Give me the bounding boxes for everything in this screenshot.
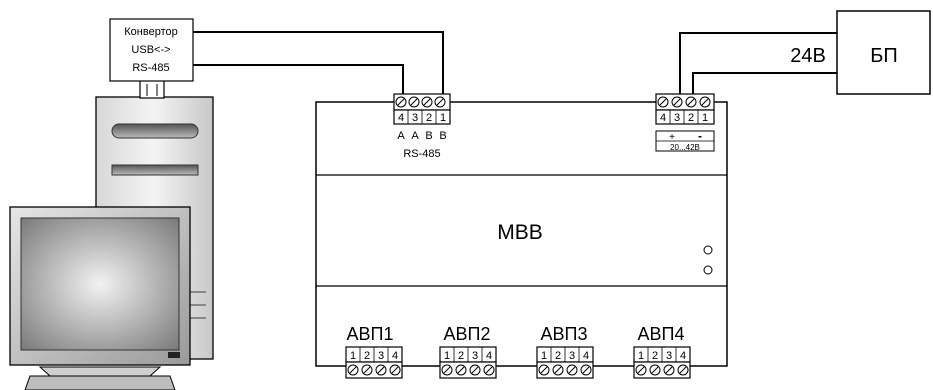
terminal-pin-number: 4: [486, 350, 492, 362]
voltage-label: 24В: [790, 45, 826, 67]
input-avp3: АВП3 1 2 3 4: [536, 324, 594, 379]
input-avp2: АВП2 1 2 3 4: [439, 324, 497, 379]
terminal-pin-number: 1: [444, 350, 450, 362]
rs485-pin-label: A: [411, 130, 419, 142]
power-range-label: 20...42В: [670, 143, 700, 152]
usb-plug-icon: [139, 79, 165, 99]
rs485-wire-a: [193, 31, 444, 94]
screw-icon: [635, 364, 647, 376]
rs485-caption: RS-485: [403, 148, 440, 160]
screw-icon: [361, 364, 373, 376]
terminal-pin-number: 4: [583, 350, 589, 362]
converter-line-1: Конвертор: [124, 26, 177, 38]
monitor-icon: [9, 206, 191, 390]
power-wire-1: [679, 32, 837, 94]
power-terminal-block: 4 3 2 1 + - 20...42В: [655, 93, 715, 152]
power-minus-label: -: [698, 129, 702, 143]
usb-rs485-converter: Конвертор USB<-> RS-485: [109, 18, 194, 82]
terminal-pin-number: 3: [674, 112, 680, 124]
screw-icon: [421, 96, 433, 108]
terminal-pin-number: 1: [638, 350, 644, 362]
led-indicator-icon: [703, 265, 713, 275]
screw-icon: [671, 96, 683, 108]
terminal-pin-number: 2: [426, 112, 432, 124]
rs485-terminal-block: 4 3 2 1: [393, 93, 451, 125]
screw-icon: [663, 364, 675, 376]
terminal-pin-number: 3: [569, 350, 575, 362]
rs485-pin-label: B: [425, 130, 432, 142]
input-avp4: АВП4 1 2 3 4: [633, 324, 691, 379]
screw-icon: [455, 364, 467, 376]
converter-line-3: RS-485: [132, 62, 169, 74]
power-plus-label: +: [669, 132, 675, 143]
rs485-pin-label: A: [397, 130, 405, 142]
screw-icon: [408, 96, 420, 108]
terminal-pin-number: 4: [398, 112, 404, 124]
rs485-wire-b: [193, 64, 404, 94]
rs485-pin-label: B: [439, 130, 446, 142]
screw-icon: [649, 364, 661, 376]
power-supply-box: БП: [836, 10, 931, 95]
terminal-pin-number: 3: [412, 112, 418, 124]
screw-icon: [699, 96, 711, 108]
screw-icon: [469, 364, 481, 376]
terminal-pin-number: 2: [458, 350, 464, 362]
input-label: АВП1: [347, 324, 394, 344]
input-label: АВП2: [444, 324, 491, 344]
screw-icon: [441, 364, 453, 376]
terminal-pin-number: 3: [666, 350, 672, 362]
input-label: АВП4: [638, 324, 685, 344]
screw-icon: [389, 364, 401, 376]
terminal-pin-number: 4: [392, 350, 398, 362]
power-supply-label: БП: [870, 45, 898, 67]
screw-icon: [566, 364, 578, 376]
input-avp1: АВП1 1 2 3 4: [345, 324, 403, 379]
screw-icon: [677, 364, 689, 376]
module-label: МВВ: [497, 221, 543, 244]
terminal-pin-number: 3: [378, 350, 384, 362]
screw-icon: [552, 364, 564, 376]
converter-line-2: USB<->: [131, 44, 170, 56]
terminal-pin-number: 1: [440, 112, 446, 124]
power-wire-2: [692, 72, 837, 94]
terminal-pin-number: 2: [555, 350, 561, 362]
terminal-pin-number: 2: [364, 350, 370, 362]
terminal-pin-number: 1: [350, 350, 356, 362]
screw-icon: [483, 364, 495, 376]
terminal-pin-number: 4: [680, 350, 686, 362]
screw-icon: [685, 96, 697, 108]
screw-icon: [347, 364, 359, 376]
terminal-pin-number: 2: [688, 112, 694, 124]
screw-icon: [657, 96, 669, 108]
input-label: АВП3: [541, 324, 588, 344]
screw-icon: [434, 96, 446, 108]
led-indicator-icon: [703, 245, 713, 255]
terminal-pin-number: 1: [702, 112, 708, 124]
terminal-pin-number: 1: [541, 350, 547, 362]
screw-icon: [580, 364, 592, 376]
screw-icon: [538, 364, 550, 376]
terminal-pin-number: 2: [652, 350, 658, 362]
terminal-pin-number: 3: [472, 350, 478, 362]
screw-icon: [395, 96, 407, 108]
screw-icon: [375, 364, 387, 376]
terminal-pin-number: 4: [660, 112, 666, 124]
